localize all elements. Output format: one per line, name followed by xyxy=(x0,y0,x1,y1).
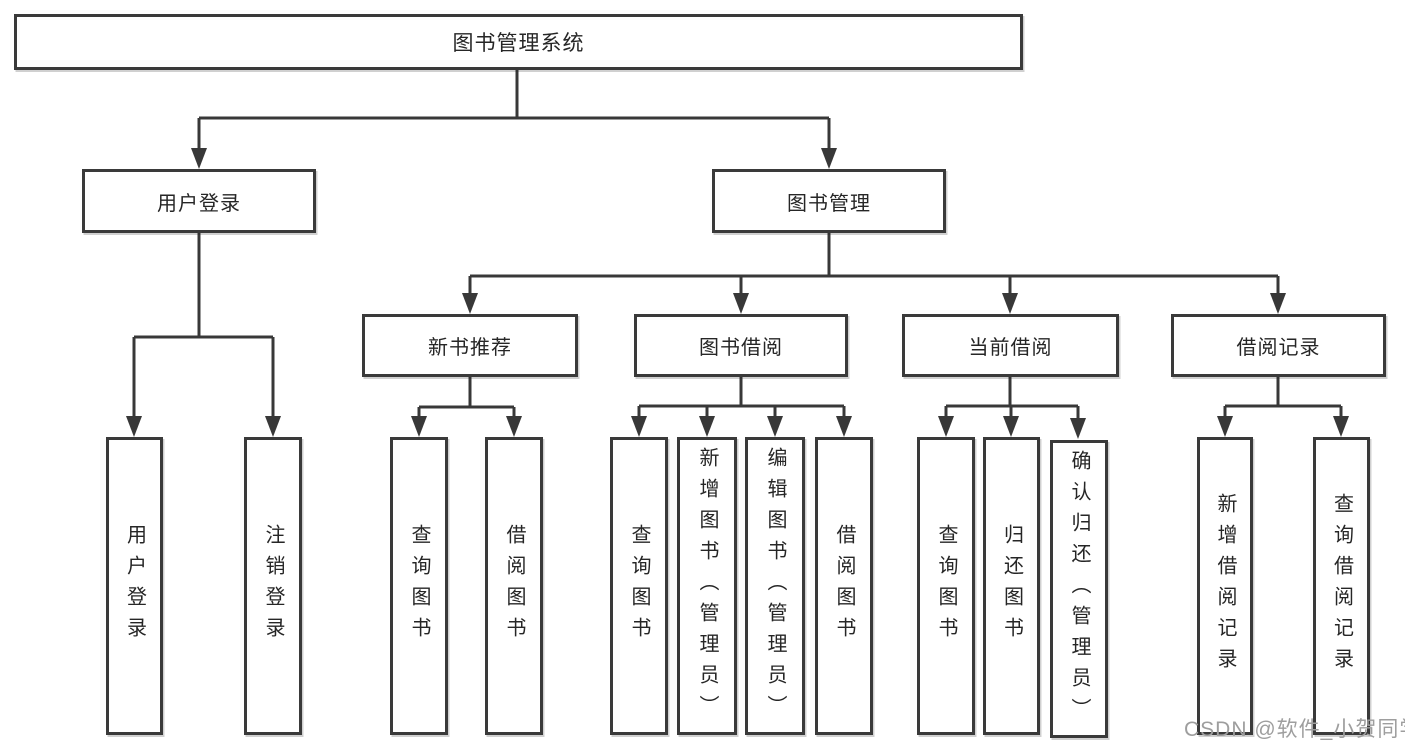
connector-login-to-leaves xyxy=(126,232,281,437)
node-borrow-records: 借阅记录 xyxy=(1171,314,1386,377)
leaf-borrow-add-admin: 新增图书（管理员） xyxy=(677,437,737,735)
leaf-newbook-borrow: 借阅图书 xyxy=(485,437,543,735)
arrow-down-icon xyxy=(821,148,837,169)
arrow-down-icon xyxy=(462,293,478,314)
leaf-label: 注销登录 xyxy=(262,524,284,648)
arrow-down-icon xyxy=(1217,416,1233,437)
leaf-label: 查询借阅记录 xyxy=(1330,493,1353,679)
arrow-down-icon xyxy=(1333,416,1349,437)
leaf-current-confirm-admin: 确认归还（管理员） xyxy=(1050,440,1108,738)
node-label: 用户登录 xyxy=(157,192,241,215)
leaf-newbook-query: 查询图书 xyxy=(390,437,448,735)
arrow-down-icon xyxy=(265,416,281,437)
node-label: 图书借阅 xyxy=(699,337,783,359)
leaf-borrow-book: 借阅图书 xyxy=(815,437,873,735)
leaf-label: 借阅图书 xyxy=(503,524,525,648)
arrow-down-icon xyxy=(938,416,954,437)
node-book-management: 图书管理 xyxy=(712,169,946,233)
leaf-label: 查询图书 xyxy=(935,524,957,648)
leaf-label: 编辑图书（管理员） xyxy=(764,446,786,726)
connector-borrow-to-leaves xyxy=(631,377,852,437)
leaf-borrow-query: 查询图书 xyxy=(610,437,668,735)
node-label: 图书管理系统 xyxy=(452,32,585,55)
node-label: 借阅记录 xyxy=(1236,337,1321,359)
leaf-label: 用户登录 xyxy=(123,524,146,648)
connector-root-to-level2 xyxy=(191,70,837,169)
leaf-current-query: 查询图书 xyxy=(917,437,975,735)
node-label: 新书推荐 xyxy=(428,337,512,359)
leaf-label: 归还图书 xyxy=(1000,524,1023,648)
leaf-records-add: 新增借阅记录 xyxy=(1197,437,1253,735)
connector-records-to-leaves xyxy=(1217,377,1349,437)
node-system-root: 图书管理系统 xyxy=(14,14,1023,70)
leaf-current-return: 归还图书 xyxy=(983,437,1040,735)
arrow-down-icon xyxy=(126,416,142,437)
leaf-records-query: 查询借阅记录 xyxy=(1313,437,1370,735)
arrow-down-icon xyxy=(836,416,852,437)
node-label: 当前借阅 xyxy=(968,337,1053,359)
node-new-book-recommend: 新书推荐 xyxy=(362,314,578,377)
arrow-down-icon xyxy=(631,416,647,437)
arrow-down-icon xyxy=(733,293,749,314)
arrow-down-icon xyxy=(411,416,427,437)
csdn-watermark: CSDN @软件_小贺同学 xyxy=(1184,718,1405,741)
arrow-down-icon xyxy=(699,416,715,437)
arrow-down-icon xyxy=(191,148,207,169)
arrow-down-icon xyxy=(767,416,783,437)
node-book-borrow: 图书借阅 xyxy=(634,314,848,377)
node-label: 图书管理 xyxy=(787,192,871,215)
node-current-borrow: 当前借阅 xyxy=(902,314,1119,377)
arrow-down-icon xyxy=(506,416,522,437)
leaf-label: 查询图书 xyxy=(628,524,650,648)
leaf-label: 新增图书（管理员） xyxy=(696,446,718,726)
connector-mgmt-to-level3 xyxy=(462,232,1286,314)
arrow-down-icon xyxy=(1002,293,1018,314)
leaf-logout: 注销登录 xyxy=(244,437,302,735)
leaf-label: 查询图书 xyxy=(408,524,430,648)
leaf-label: 借阅图书 xyxy=(833,524,855,648)
leaf-borrow-edit-admin: 编辑图书（管理员） xyxy=(745,437,805,735)
connector-newbook-to-leaves xyxy=(411,377,522,437)
leaf-label: 新增借阅记录 xyxy=(1214,493,1236,679)
leaf-user-login: 用户登录 xyxy=(106,437,163,735)
arrow-down-icon xyxy=(1070,418,1086,439)
arrow-down-icon xyxy=(1003,416,1019,437)
arrow-down-icon xyxy=(1270,293,1286,314)
leaf-label: 确认归还（管理员） xyxy=(1068,449,1090,729)
node-user-login: 用户登录 xyxy=(82,169,316,233)
connector-current-to-leaves xyxy=(938,377,1086,439)
